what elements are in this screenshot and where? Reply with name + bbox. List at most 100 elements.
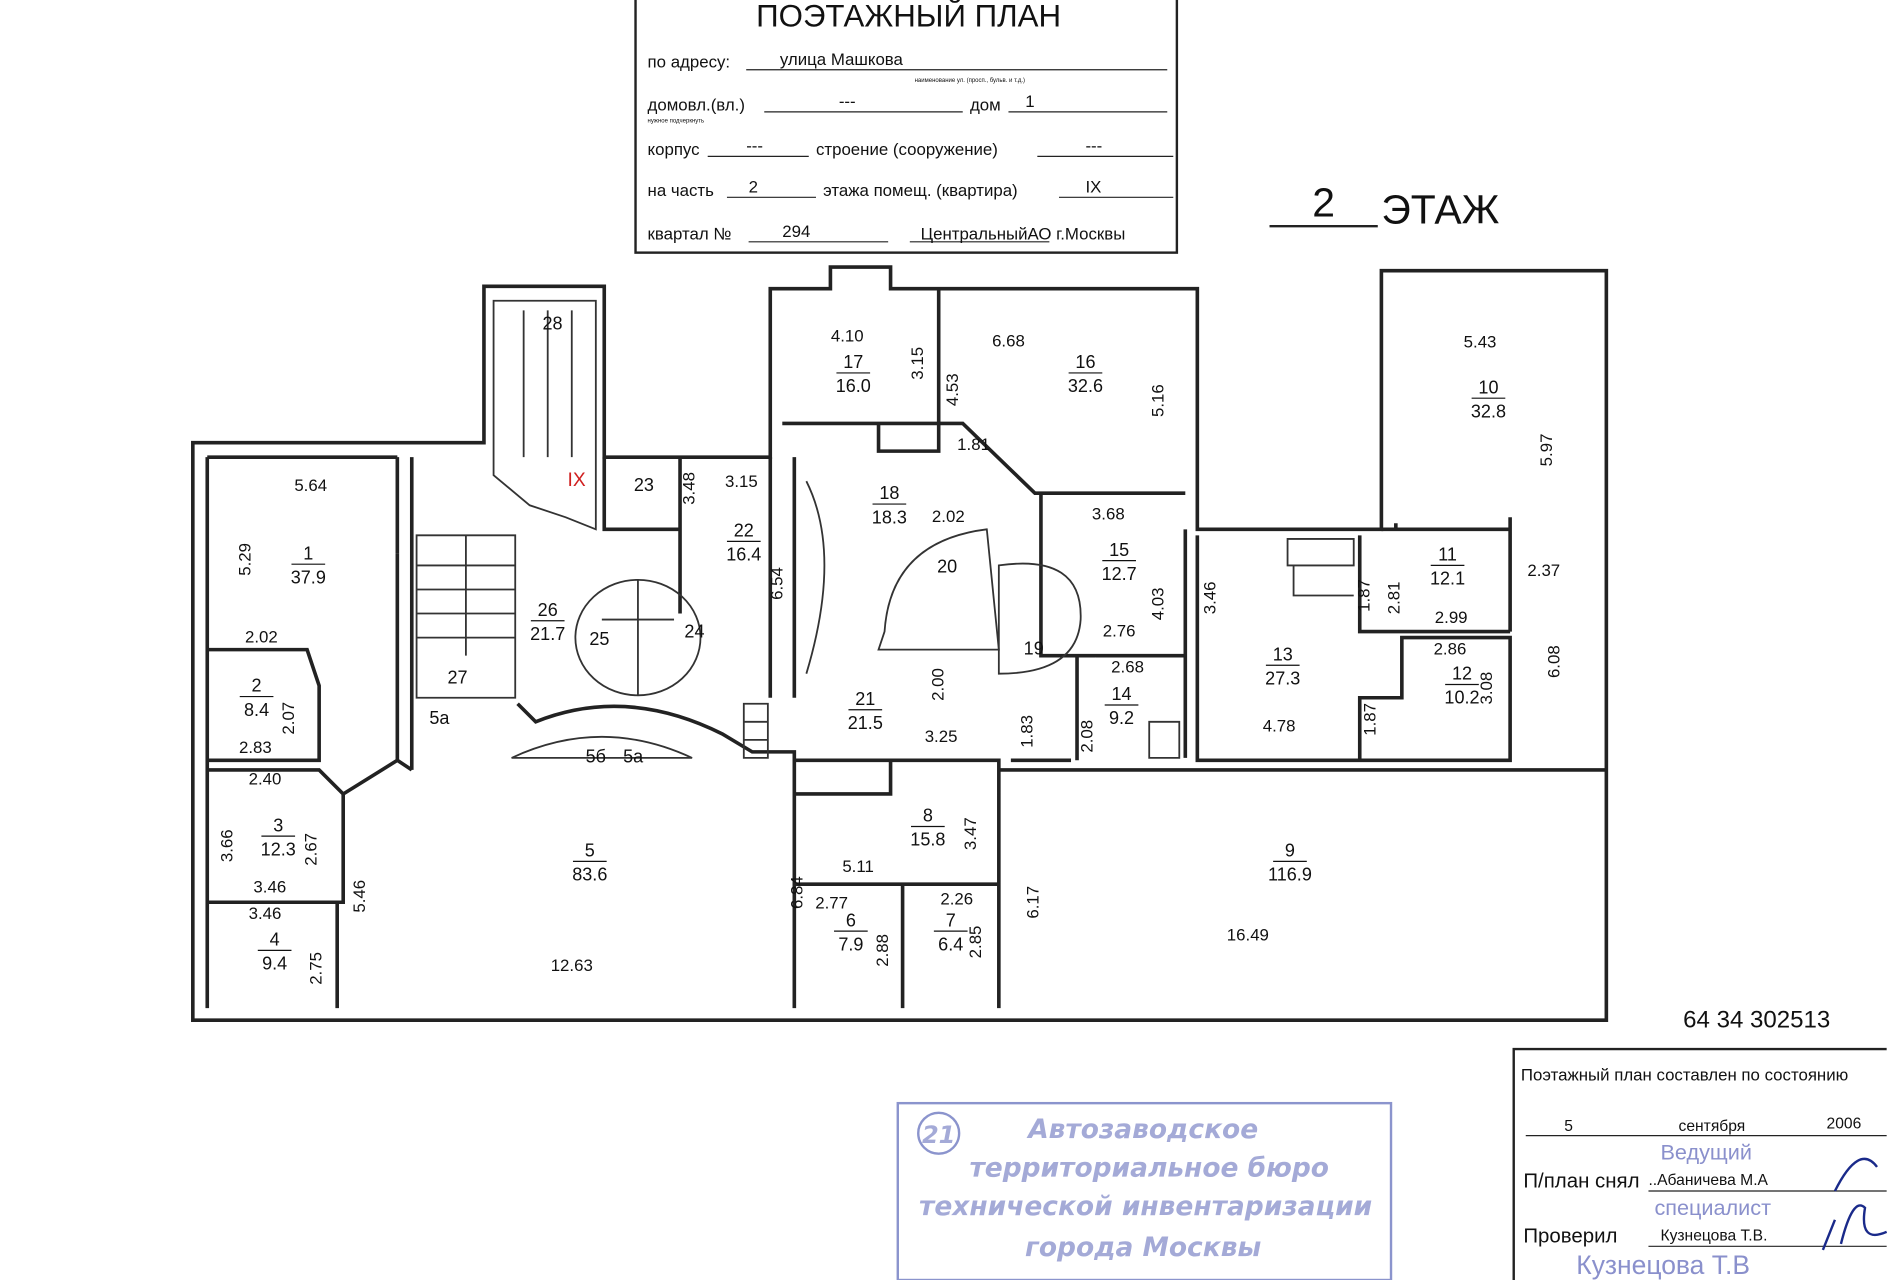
dimension-label: 5.97 — [1537, 434, 1556, 467]
overlay-line-2: специалист — [1654, 1195, 1771, 1220]
domovl-value: --- — [839, 92, 856, 111]
room-area: 21.7 — [530, 624, 565, 644]
room-number: 3 — [273, 815, 283, 835]
dimension-label: 1.81 — [957, 435, 990, 454]
dimension-label: 2.68 — [1111, 657, 1144, 676]
dimension-label: 4.10 — [831, 327, 864, 346]
address-label: по адресу: — [648, 52, 731, 71]
stamp-number: 21 — [922, 1121, 955, 1149]
overlay-line-1: Ведущий — [1660, 1140, 1751, 1165]
address-hint: наименование ул. (просп., бульв. и т.д.) — [915, 78, 1025, 84]
room-number: 5а — [623, 747, 644, 767]
room-number: 9 — [1285, 841, 1295, 861]
room-number: 12 — [1452, 664, 1472, 684]
date-day: 5 — [1564, 1118, 1573, 1135]
dimension-label: 2.08 — [1078, 720, 1097, 753]
room-number: 5а — [429, 708, 450, 728]
footer-block: Поэтажный план составлен по состоянию 5 … — [1512, 1047, 1887, 1280]
room-area: 12.3 — [261, 839, 296, 859]
dimension-label: 5.46 — [350, 880, 369, 913]
dimension-label: 2.02 — [245, 627, 278, 646]
dimension-label: 4.78 — [1263, 716, 1296, 735]
dimension-label: 3.47 — [961, 817, 980, 850]
dimension-label: 5.43 — [1464, 333, 1497, 352]
dimension-label: 2.88 — [873, 934, 892, 967]
date-month: сентября — [1679, 1118, 1746, 1135]
dom-value: 1 — [1025, 92, 1034, 111]
room-area: 6.4 — [938, 934, 963, 954]
room-number: 1 — [303, 543, 313, 563]
dimension-label: 2.81 — [1384, 582, 1403, 615]
room-number: 7 — [946, 910, 956, 930]
room-number: 19 — [1024, 638, 1044, 658]
dimension-label: 2.83 — [239, 738, 272, 757]
room-area: 18.3 — [872, 507, 907, 527]
dimension-label: 2.99 — [1435, 608, 1468, 627]
drawn-label: П/план снял — [1523, 1169, 1639, 1192]
room-area: 7.9 — [838, 934, 863, 954]
korpus-value: --- — [746, 137, 763, 156]
room-area: 27.3 — [1265, 669, 1300, 689]
dimension-label: 4.03 — [1149, 588, 1168, 621]
room-number: 25 — [589, 629, 609, 649]
room-number: 15 — [1109, 540, 1129, 560]
dimension-label: 2.86 — [1434, 639, 1467, 658]
dimension-label: 2.00 — [928, 668, 947, 701]
dimension-label: 3.25 — [925, 727, 958, 746]
dimension-label: 2.77 — [815, 893, 848, 912]
floor-value: IX — [1085, 177, 1101, 196]
room-area: 10.2 — [1444, 688, 1479, 708]
dimension-label: 3.48 — [679, 472, 698, 505]
dimension-label: 3.46 — [253, 878, 286, 897]
dimension-label: 2.67 — [302, 833, 321, 866]
room-number: 27 — [447, 667, 467, 687]
room-number: 5б — [586, 747, 606, 767]
room-number: 21 — [855, 689, 875, 709]
dimension-label: 2.26 — [940, 890, 973, 909]
stroenie-label: строение (сооружение) — [816, 140, 998, 159]
dimension-label: 3.08 — [1477, 672, 1496, 705]
room-number: 18 — [879, 483, 899, 503]
part-label: на часть — [648, 181, 715, 200]
room-area: 21.5 — [848, 713, 883, 733]
dimension-label: 1.87 — [1360, 703, 1379, 736]
dimension-label: 2.02 — [932, 507, 965, 526]
dimension-label: 16.49 — [1227, 926, 1269, 945]
dimension-label: 2.07 — [279, 702, 298, 735]
room-area: 16.0 — [836, 376, 871, 396]
dimension-label: 6.54 — [767, 567, 786, 600]
room-number: 17 — [843, 352, 863, 372]
dimension-label: 12.63 — [551, 956, 593, 975]
address-value: улица Машкова — [780, 50, 904, 69]
dimension-label: 3.68 — [1092, 505, 1125, 524]
stamp-line-3: технической инвентаризации — [919, 1191, 1372, 1222]
room-number: 23 — [634, 475, 654, 495]
room-number: 16 — [1075, 352, 1095, 372]
checked-label: Проверил — [1523, 1225, 1617, 1248]
korpus-label: корпус — [648, 140, 700, 159]
checked-by: Кузнецова Т.В. — [1660, 1227, 1767, 1244]
room-labels: 137.928.4312.349.4583.667.976.4815.89116… — [239, 314, 1506, 974]
room-area: 8.4 — [244, 700, 269, 720]
office-stamp: 21 Автозаводское территориальное бюро те… — [896, 1101, 1393, 1280]
stamp-line-1: Автозаводское — [1026, 1114, 1258, 1145]
room-number: 26 — [538, 600, 558, 620]
room-number: 8 — [923, 806, 933, 826]
part-value: 2 — [749, 177, 758, 196]
date-year: 2006 — [1827, 1115, 1862, 1132]
dimension-label: 2.76 — [1103, 621, 1136, 640]
plan-title: ПОЭТАЖНЫЙ ПЛАН — [756, 0, 1061, 33]
drawn-by: ..Абаничева М.А — [1648, 1172, 1768, 1189]
room-area: 32.6 — [1068, 376, 1103, 396]
overlay-line-3: Кузнецова Т.В — [1576, 1250, 1750, 1280]
room-number: 10 — [1478, 377, 1498, 397]
dom-label: дом — [970, 96, 1001, 115]
dimension-label: 6.17 — [1024, 886, 1043, 919]
room-number: 13 — [1273, 644, 1293, 664]
kvartal-label: квартал № — [648, 224, 732, 243]
dimension-label: 1.87 — [1354, 579, 1373, 612]
dimension-label: 5.29 — [236, 543, 255, 576]
dimension-label: 6.68 — [992, 331, 1025, 350]
